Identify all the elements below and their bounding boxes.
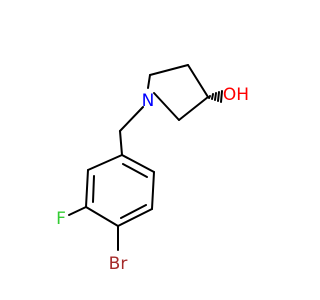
atom-fluorine-label: F (56, 209, 66, 229)
bond-c2-c3 (178, 96, 209, 121)
bond-c3-c4 (187, 64, 209, 98)
bond-c4-c5 (149, 64, 189, 76)
atom-nitrogen-label: N (142, 91, 155, 111)
aromatic-inner-1 (92, 175, 95, 203)
bond-b6-b1 (121, 154, 155, 173)
bond-n-c2 (153, 92, 180, 121)
atom-bromine-label: Br (109, 254, 128, 274)
bond-b4-b5 (117, 208, 153, 227)
bond-b1-b2 (87, 154, 123, 171)
bond-b3-b4 (85, 206, 119, 227)
bond-c5-n (147, 74, 151, 89)
aromatic-inner-2 (120, 204, 147, 219)
structure-drawing: N OH F Br (56, 64, 249, 274)
bond-ch2-ring (119, 130, 123, 156)
bond-n-ch2 (119, 106, 144, 132)
atom-hydroxyl-label: OH (223, 85, 249, 105)
bond-c-f (68, 206, 87, 216)
bond-b5-b6 (151, 171, 155, 210)
molecule-canvas: N OH F Br (56, 64, 250, 274)
bond-b2-b3 (85, 169, 89, 208)
aromatic-inner-3 (122, 163, 148, 178)
stereo-hashed-wedge (208, 90, 223, 103)
